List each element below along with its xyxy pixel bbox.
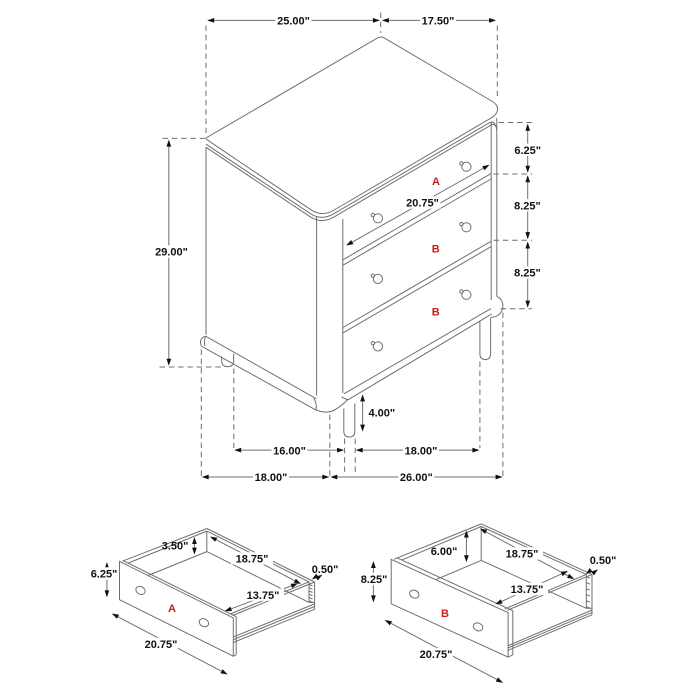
svg-text:18.00": 18.00" (255, 472, 288, 484)
svg-text:6.25": 6.25" (91, 569, 118, 581)
svg-text:13.75": 13.75" (511, 584, 544, 596)
svg-text:18.75": 18.75" (236, 554, 269, 566)
svg-text:20.75": 20.75" (145, 639, 178, 651)
svg-text:B: B (441, 608, 449, 620)
svg-text:8.25": 8.25" (514, 200, 541, 212)
svg-text:18.75": 18.75" (506, 549, 539, 561)
svg-text:25.00": 25.00" (277, 16, 310, 28)
svg-text:A: A (432, 176, 440, 188)
svg-text:8.25": 8.25" (514, 268, 541, 280)
svg-text:16.00": 16.00" (273, 445, 306, 457)
svg-text:26.00": 26.00" (400, 472, 433, 484)
svg-text:6.25": 6.25" (514, 145, 541, 157)
svg-text:0.50": 0.50" (312, 564, 339, 576)
svg-text:13.75": 13.75" (247, 590, 280, 602)
svg-text:17.50": 17.50" (422, 16, 455, 28)
svg-text:20.75": 20.75" (406, 198, 439, 210)
svg-text:0.50": 0.50" (590, 555, 617, 567)
svg-text:29.00": 29.00" (155, 247, 188, 259)
svg-text:A: A (168, 603, 176, 615)
svg-text:B: B (432, 244, 440, 256)
svg-text:4.00": 4.00" (369, 408, 396, 420)
svg-text:B: B (432, 307, 440, 319)
svg-text:20.75": 20.75" (420, 649, 453, 661)
svg-text:6.00": 6.00" (431, 546, 458, 558)
svg-text:8.25": 8.25" (361, 574, 388, 586)
svg-text:3.50": 3.50" (162, 541, 189, 553)
svg-text:18.00": 18.00" (405, 445, 438, 457)
